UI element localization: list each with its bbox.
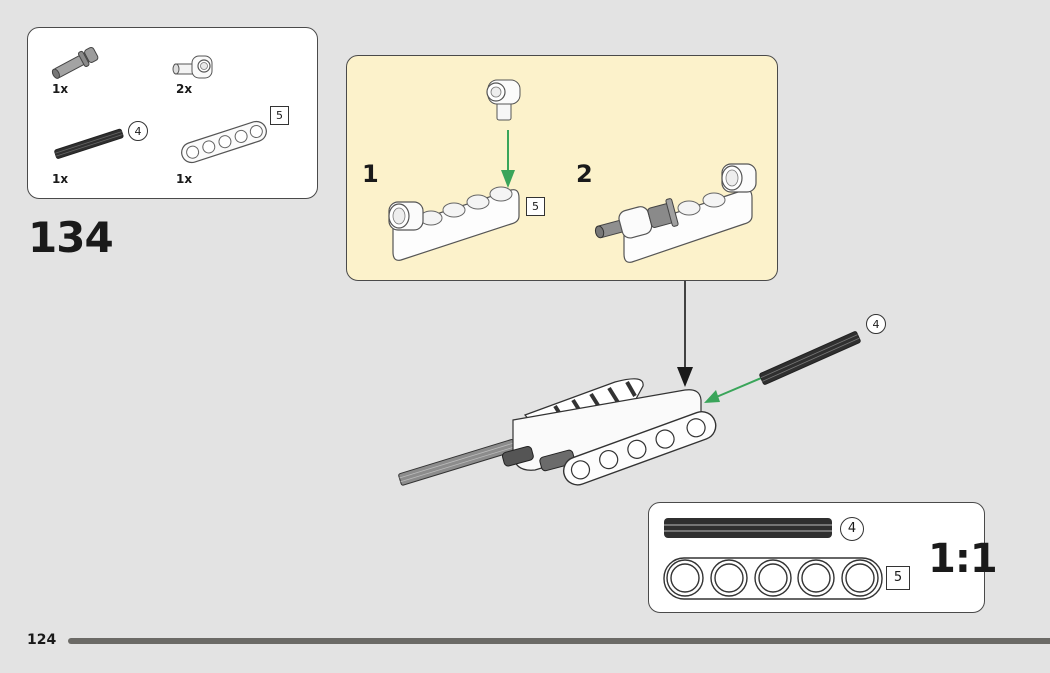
- part-quantity: 2x: [176, 82, 193, 96]
- insert-axle-arrow-icon: [704, 375, 767, 403]
- axle-scale-icon: [664, 518, 832, 538]
- part-quantity: 1x: [176, 172, 193, 186]
- insert-arrow-icon: [501, 130, 515, 188]
- beam-scale-label: 5: [886, 566, 910, 590]
- beam-length-label: 5: [526, 197, 545, 216]
- step-number: 134: [28, 213, 114, 262]
- step2-assembly-icon: [594, 163, 757, 263]
- connector-part-icon: [486, 79, 521, 121]
- axle-length-label: 4: [128, 121, 148, 141]
- axle-length-label: 4: [866, 314, 886, 334]
- long-pin-icon: [51, 46, 99, 79]
- footer-rule: [68, 638, 1050, 644]
- attach-arrow-icon: [677, 281, 693, 387]
- beam-icon: [181, 120, 267, 164]
- axle-pin-connector-icon: [172, 55, 213, 79]
- beam-scale-icon: [663, 557, 883, 600]
- main-assembly-icon: [398, 378, 717, 486]
- scale-ratio: 1:1: [928, 536, 998, 582]
- beam-with-connector-icon: [388, 186, 520, 261]
- parts-list-panel: [27, 27, 318, 199]
- axle-icon: [54, 128, 124, 159]
- sub-step-number: 2: [576, 160, 593, 188]
- beam-length-label: 5: [270, 106, 289, 125]
- part-quantity: 1x: [52, 82, 69, 96]
- part-quantity: 1x: [52, 172, 69, 186]
- axle-scale-label: 4: [840, 517, 864, 541]
- page-number: 124: [27, 632, 57, 648]
- axle-part-icon: [759, 331, 861, 385]
- sub-step-number: 1: [362, 160, 379, 188]
